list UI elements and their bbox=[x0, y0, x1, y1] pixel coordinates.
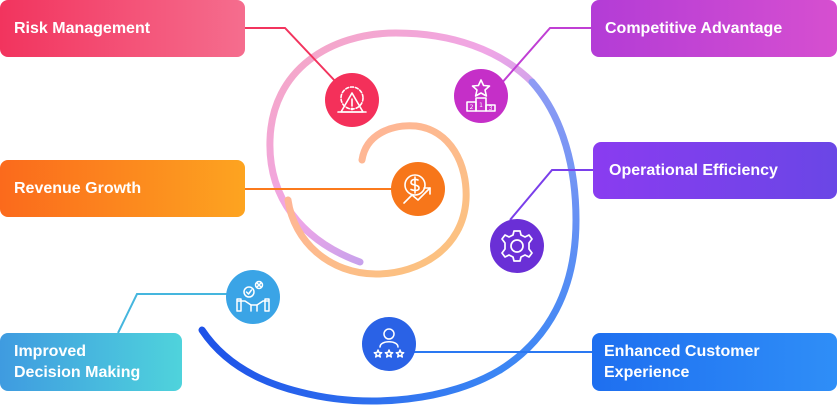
user-rating-stars-icon bbox=[362, 317, 416, 371]
connector-competitive bbox=[499, 27, 591, 86]
decision-text-line2: Decision Making bbox=[14, 364, 141, 381]
warning-gear-icon bbox=[325, 73, 379, 127]
competitive-advantage-label: Competitive Advantage bbox=[591, 0, 837, 57]
svg-text:3: 3 bbox=[489, 105, 493, 112]
revenue-growth-label: Revenue Growth bbox=[0, 160, 245, 217]
svg-text:2: 2 bbox=[470, 104, 474, 111]
spiral-outer-bottom-arc bbox=[198, 326, 504, 405]
revenue-growth-text: Revenue Growth bbox=[14, 180, 142, 197]
risk-management-text: Risk Management bbox=[14, 20, 151, 37]
connector-decision bbox=[117, 293, 228, 334]
spiral-outer-right-arc bbox=[496, 78, 580, 374]
gear-icon bbox=[490, 219, 544, 273]
podium-star-icon: 1 2 3 bbox=[454, 69, 508, 123]
dollar-growth-icon bbox=[391, 162, 445, 216]
decision-text-line1: Improved bbox=[14, 343, 87, 360]
enhanced-customer-experience-label: Enhanced Customer Experience bbox=[592, 333, 837, 391]
svg-text:1: 1 bbox=[479, 102, 483, 109]
competitive-advantage-text: Competitive Advantage bbox=[605, 20, 783, 37]
customer-text-line1: Enhanced Customer bbox=[604, 343, 760, 360]
spiral-inner-arc bbox=[284, 122, 470, 278]
risk-management-label: Risk Management bbox=[0, 0, 245, 57]
operational-efficiency-text: Operational Efficiency bbox=[609, 162, 778, 179]
connector-risk bbox=[245, 27, 337, 83]
improved-decision-making-label: Improved Decision Making bbox=[0, 333, 182, 391]
decision-handshake-icon bbox=[226, 270, 280, 324]
spiral-outer-top-arc bbox=[266, 29, 536, 266]
operational-efficiency-label: Operational Efficiency bbox=[593, 142, 837, 199]
customer-text-line2: Experience bbox=[604, 364, 690, 381]
connector-operational bbox=[509, 169, 593, 221]
